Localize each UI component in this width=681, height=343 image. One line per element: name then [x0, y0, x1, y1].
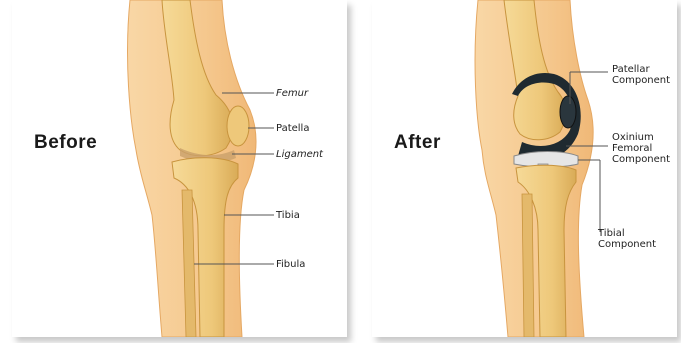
patella-bone — [227, 106, 249, 146]
after-heading: After — [394, 132, 441, 154]
fibula-label: Fibula — [276, 259, 305, 270]
tibial-component-label: Tibial Component — [598, 228, 656, 250]
fibula-bone — [522, 194, 534, 337]
before-panel: Before Femur Patella Ligament Tibia Fibu… — [12, 0, 347, 337]
ligament-label: Ligament — [276, 149, 323, 160]
femoral-component-label: Oxinium Femoral Component — [612, 132, 670, 165]
before-heading: Before — [34, 132, 97, 154]
patellar-component-shape — [560, 96, 576, 128]
after-knee-illustration — [372, 0, 677, 337]
patella-label: Patella — [276, 123, 309, 134]
femur-label: Femur — [276, 88, 308, 99]
patellar-component-label: Patellar Component — [612, 64, 670, 86]
after-panel: After Patellar Component Oxinium Femoral… — [372, 0, 677, 337]
before-knee-illustration — [12, 0, 347, 337]
tibia-label: Tibia — [276, 210, 300, 221]
